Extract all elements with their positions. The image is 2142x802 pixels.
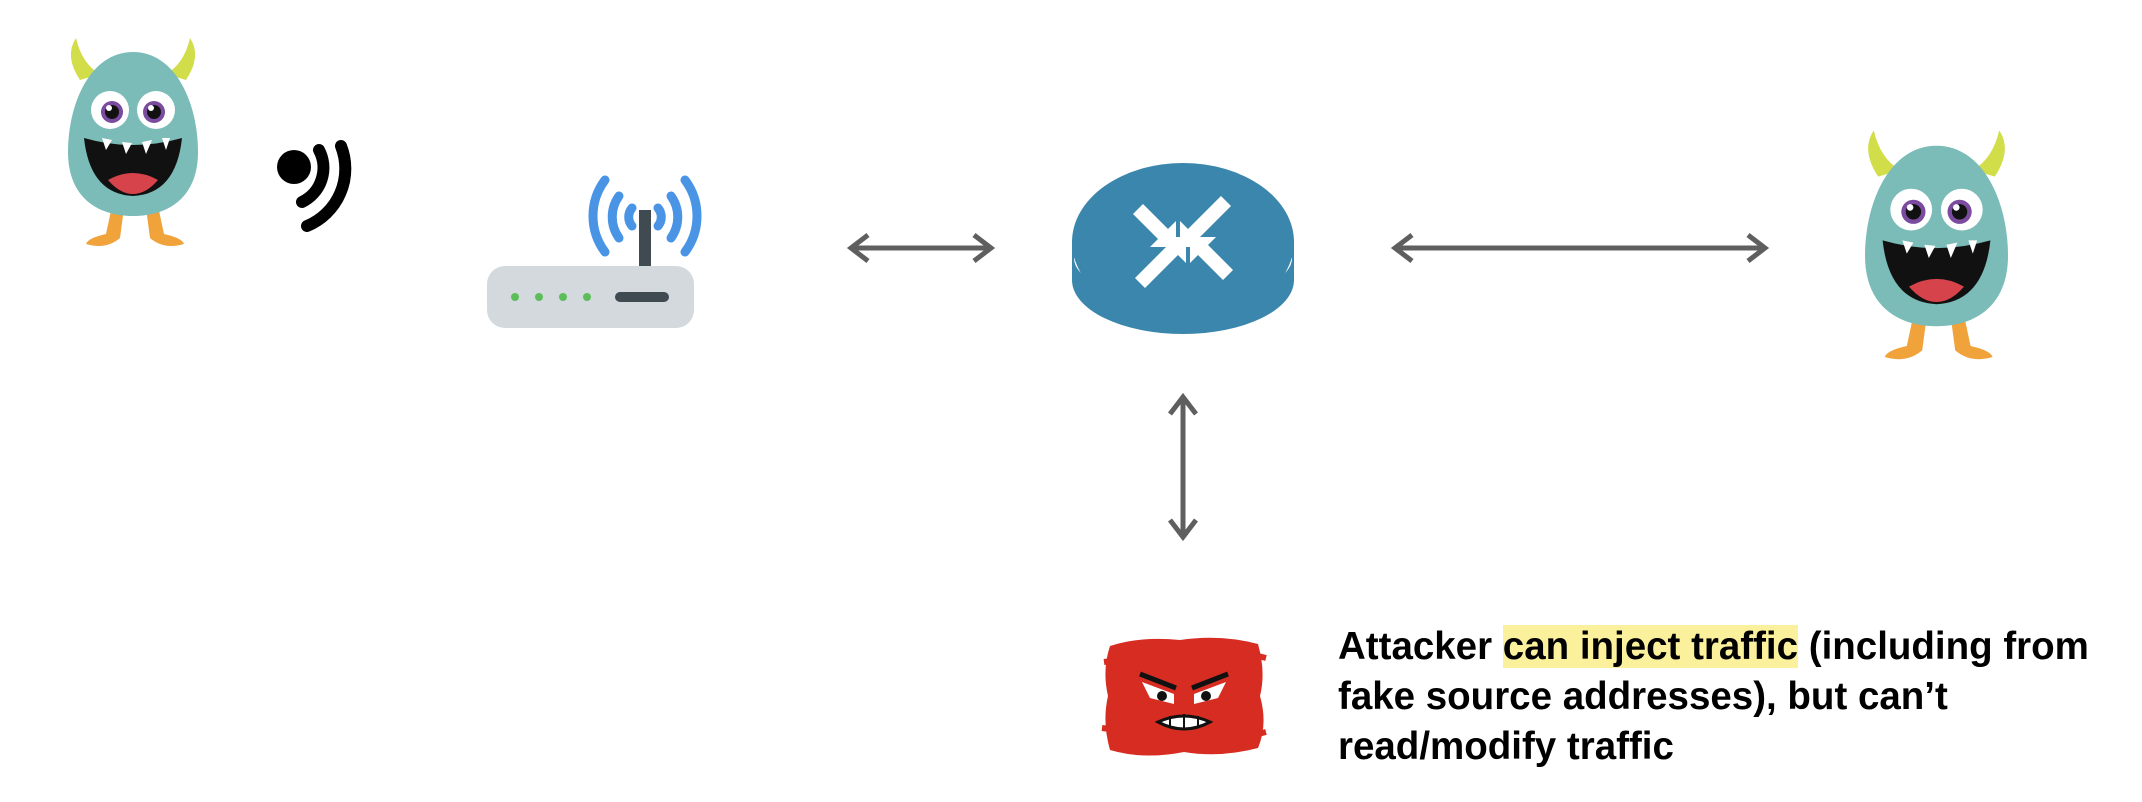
wireless-signal-icon [250, 110, 370, 240]
caption-prefix: Attacker [1338, 625, 1503, 668]
wifi-access-point-icon [485, 160, 710, 335]
attacker-icon [1100, 632, 1268, 760]
arrow-router-receiver [1390, 232, 1770, 264]
arrow-ap-router [846, 232, 996, 264]
router-icon [1068, 162, 1298, 340]
monster-receiver-icon [1854, 124, 2019, 370]
caption-highlight: can inject traffic [1502, 625, 1799, 668]
attacker-caption: Attacker can inject traffic (including f… [1338, 622, 2118, 772]
arrow-router-attacker [1166, 392, 1200, 542]
monster-sender-icon [58, 34, 208, 254]
caption-suffix: (including from fake source addresses), … [1338, 625, 2089, 768]
